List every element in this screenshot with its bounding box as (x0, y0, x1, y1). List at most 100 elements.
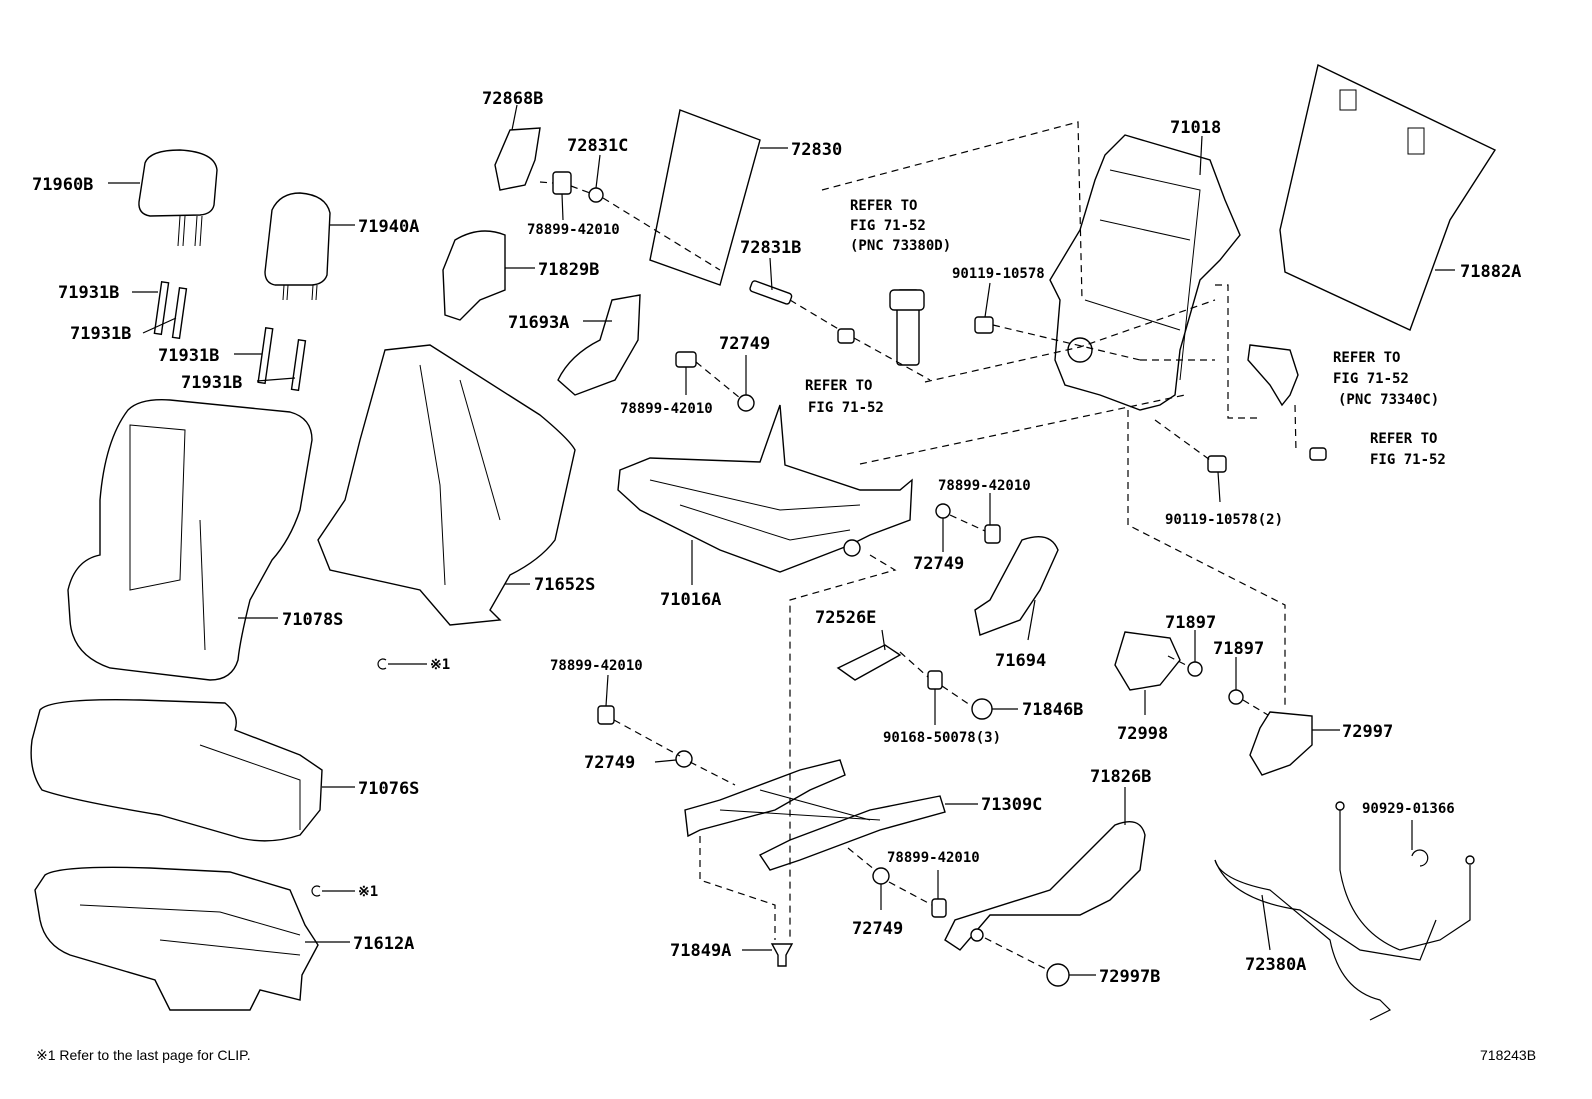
svg-text:FIG 71-52: FIG 71-52 (808, 400, 884, 416)
bracket-72868B (494, 127, 541, 191)
callout-72830: 72830 (791, 140, 842, 160)
bolt-90119-a (974, 316, 994, 334)
refer-note-73380D: REFER TO FIG 71-52 (PNC 73380D) (850, 198, 951, 254)
bolt-and-washer-72749-d (872, 867, 947, 918)
cover-71826B (944, 821, 1146, 951)
callout-72526E: 72526E (815, 608, 876, 628)
callout-72997B: 72997B (1099, 967, 1160, 987)
seat-frame-71016A (617, 404, 913, 573)
callout-71960B: 71960B (32, 175, 93, 195)
callout-72831B: 72831B (740, 238, 801, 258)
callout-72749-3: 72749 (584, 753, 635, 773)
callout-71897-1: 71897 (1165, 613, 1216, 633)
callout-71078S: 71078S (282, 610, 343, 630)
bolt-ref-fig (837, 328, 855, 344)
seatback-frame-71018 (1049, 134, 1241, 411)
callout-78899-42010-3: 78899-42010 (938, 478, 1031, 494)
callout-71829B: 71829B (538, 260, 599, 280)
callout-90119-10578-2: 90119-10578(2) (1165, 512, 1283, 528)
callout-72868B: 72868B (482, 89, 543, 109)
callout-71018: 71018 (1170, 118, 1221, 138)
svg-text:FIG 71-52: FIG 71-52 (850, 218, 926, 234)
callout-71931B-4: 71931B (181, 373, 242, 393)
clip-note-2: ※1 (358, 884, 378, 900)
cap-72997B (1046, 963, 1070, 987)
callout-72749-2: 72749 (913, 554, 964, 574)
seatbelt-buckle (889, 289, 925, 366)
callout-90929-01366: 90929-01366 (1362, 801, 1455, 817)
refer-note-fig-71-52-a: REFER TO FIG 71-52 (805, 378, 884, 416)
svg-text:REFER TO: REFER TO (805, 378, 872, 394)
callout-71693A: 71693A (508, 313, 569, 333)
callout-71076S: 71076S (358, 779, 419, 799)
callout-labels: 71960B 71940A 71931B 71931B 71931B 71931… (32, 89, 1521, 987)
refer-note-73340C: REFER TO FIG 71-52 (PNC 73340C) (1333, 350, 1439, 408)
washers-71897 (1187, 661, 1244, 705)
callout-78899-42010-4: 78899-42010 (550, 658, 643, 674)
callout-71931B-1: 71931B (58, 283, 119, 303)
callout-72831C: 72831C (567, 136, 628, 156)
svg-text:(PNC 73380D): (PNC 73380D) (850, 238, 951, 254)
callout-78899-42010-1: 78899-42010 (527, 222, 620, 238)
cover-71693A (557, 294, 641, 396)
callout-71940A: 71940A (358, 217, 419, 237)
seatback-cover-71078S (67, 399, 313, 681)
callout-71897-2: 71897 (1213, 639, 1264, 659)
covers-72998-72997 (1114, 631, 1313, 776)
bolt-and-washer-72749-c (597, 705, 693, 768)
belt-buckle-right (1247, 344, 1327, 461)
headrest-supports (153, 281, 307, 392)
cable-72380A (1214, 801, 1475, 1021)
panel-72830 (649, 109, 761, 286)
callout-71309C: 71309C (981, 795, 1042, 815)
callout-78899-42010-5: 78899-42010 (887, 850, 980, 866)
cover-71829B (442, 230, 506, 321)
cushion-cover-71076S (30, 699, 323, 842)
callout-71652S: 71652S (534, 575, 595, 595)
seatback-pad-71652S (317, 344, 576, 626)
callout-71931B-2: 71931B (70, 324, 131, 344)
pin-72831B (749, 280, 793, 305)
bolt-90119-b (1207, 455, 1227, 473)
svg-text:FIG 71-52: FIG 71-52 (1370, 452, 1446, 468)
callout-72998: 72998 (1117, 724, 1168, 744)
refer-notes: REFER TO FIG 71-52 (PNC 73380D) REFER TO… (805, 198, 1446, 468)
callout-90119-10578-1: 90119-10578 (952, 266, 1045, 282)
callout-72997: 72997 (1342, 722, 1393, 742)
callout-71882A: 71882A (1460, 262, 1521, 282)
svg-text:REFER TO: REFER TO (1333, 350, 1400, 366)
leader-lines (108, 104, 1455, 976)
callout-72749-1: 72749 (719, 334, 770, 354)
callout-71931B-3: 71931B (158, 346, 219, 366)
clip-71849A (770, 943, 794, 967)
callout-71694: 71694 (995, 651, 1046, 671)
clip-marks (311, 658, 427, 897)
bolt-and-washer-72749-a (675, 351, 755, 412)
bolt-90168-and-ring-71846B (927, 670, 993, 720)
callout-71846B: 71846B (1022, 700, 1083, 720)
footnote-clip: ※1 Refer to the last page for CLIP. (36, 1047, 251, 1063)
svg-text:(PNC 73340C): (PNC 73340C) (1338, 392, 1439, 408)
cushion-pad-71612A (34, 866, 319, 1011)
headrest-71960B (138, 149, 218, 247)
callout-71849A: 71849A (670, 941, 731, 961)
callout-72749-4: 72749 (852, 919, 903, 939)
bolt-and-washer-72831C (552, 171, 604, 203)
callout-90168-50078: 90168-50078(3) (883, 730, 1001, 746)
svg-text:FIG 71-52: FIG 71-52 (1333, 371, 1409, 387)
figure-id: 718243B (1480, 1047, 1536, 1063)
callout-71826B: 71826B (1090, 767, 1151, 787)
refer-note-fig-71-52-b: REFER TO FIG 71-52 (1370, 431, 1446, 468)
svg-text:REFER TO: REFER TO (850, 198, 917, 214)
callout-72380A: 72380A (1245, 955, 1306, 975)
callout-71612A: 71612A (353, 934, 414, 954)
headrest-71940A (264, 192, 331, 301)
callout-71016A: 71016A (660, 590, 721, 610)
board-71882A (1279, 63, 1497, 331)
clip-note-1: ※1 (430, 657, 450, 673)
lever-72526E (836, 644, 902, 681)
assembly-lines (539, 121, 1297, 971)
callout-78899-42010-2: 78899-42010 (620, 401, 713, 417)
